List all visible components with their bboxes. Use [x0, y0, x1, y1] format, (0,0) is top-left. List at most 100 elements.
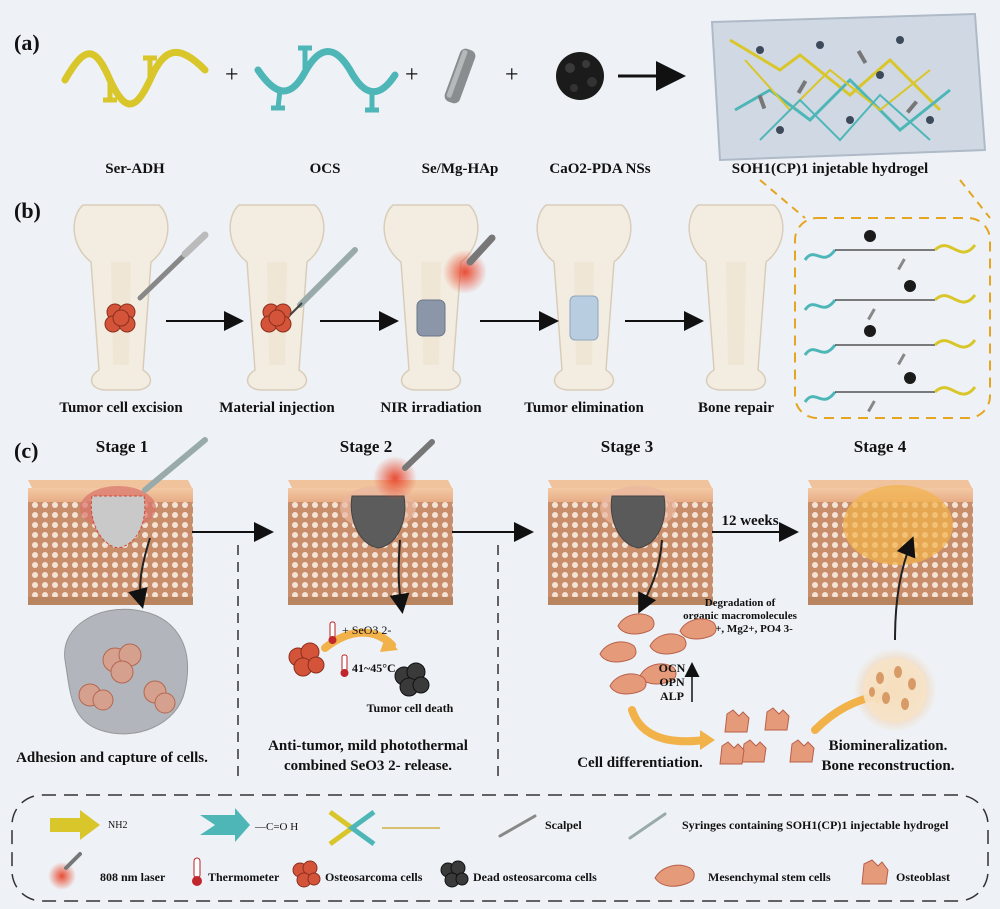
legend-dead: Dead osteosarcoma cells — [473, 870, 597, 884]
tumor-death-label: Tumor cell death — [367, 701, 454, 715]
svg-text:Biomineralization.: Biomineralization. — [829, 738, 948, 754]
degradation-label: Degradation of — [705, 597, 776, 609]
legend-syringe: Syringes containing SOH1(CP)1 injectable… — [682, 818, 949, 832]
legend-scalpel: Scalpel — [545, 818, 582, 832]
panel-b-labels: Tumor cell excision Material injection N… — [59, 400, 774, 416]
legend-thermometer: Thermometer — [208, 870, 280, 884]
osteoblast-cell — [764, 707, 790, 731]
bone-icon — [229, 204, 325, 391]
plus-sign: + — [225, 62, 239, 88]
osteoblast-legend-icon — [861, 859, 889, 885]
osteosarcoma-legend-icon — [292, 860, 321, 888]
interval-label: 12 weeks — [721, 513, 778, 529]
ocs-icon — [254, 45, 399, 113]
osteoblast-cell — [789, 739, 815, 763]
se-mg-hap-rod-icon — [444, 48, 476, 104]
legend-osteoblast: Osteoblast — [896, 870, 950, 884]
dead-cells-legend-icon — [440, 860, 469, 888]
legend: NH2 —C=O H Scalpel Syringes containing S… — [11, 794, 989, 902]
crosslink-chain — [803, 280, 977, 321]
cell-capture-gel — [64, 537, 189, 735]
laser-icon — [373, 439, 435, 500]
svg-text:Bone reconstruction.: Bone reconstruction. — [821, 758, 954, 774]
tumor-cells-icon — [288, 642, 325, 677]
aldehyde-legend-icon: —C=O H — [200, 808, 298, 842]
osteoblast-cell — [719, 741, 745, 765]
msc-legend-icon — [654, 864, 695, 887]
crosslink-chain — [803, 372, 977, 413]
biomineral-sphere — [853, 536, 937, 732]
bone-icon — [536, 204, 632, 391]
msc-cells — [599, 613, 717, 695]
scalpel-icon — [137, 231, 209, 301]
bone-icon — [383, 204, 479, 391]
stage-title: Stage 4 — [854, 437, 907, 456]
panel-a-labels: Ser-ADH OCS Se/Mg-HAp CaO2-PDA NSs SOH1(… — [105, 161, 928, 177]
label-ser-adh: Ser-ADH — [105, 161, 165, 177]
step-label: NIR irradiation — [380, 400, 482, 416]
crosslink-chain — [803, 230, 977, 271]
stage2-detail: + SeO3 2- 41~45°C Tumor cell death — [288, 539, 454, 715]
marker-label: OCN — [659, 661, 686, 675]
degradation-label: organic macromolecules — [683, 610, 797, 622]
osteoblast-cell — [724, 709, 750, 733]
crosslink-chains — [803, 230, 977, 413]
tissue-block — [808, 480, 973, 605]
label-cao2-pda: CaO2-PDA NSs — [549, 161, 650, 177]
stage-title: Stage 1 — [96, 437, 148, 456]
stage2-caption: Anti-tumor, mild photothermal combined S… — [268, 738, 468, 774]
tissue-blocks — [28, 437, 973, 605]
hydrazide-legend-icon: NH2 — [50, 810, 127, 840]
svg-text:Anti-tumor, mild photothermal: Anti-tumor, mild photothermal — [268, 738, 468, 754]
bone-icon — [688, 204, 784, 391]
tissue-block — [288, 480, 453, 605]
stage-title: Stage 2 — [340, 437, 392, 456]
svg-text:—C=O H: —C=O H — [254, 821, 298, 833]
svg-text:combined SeO3 2- release.: combined SeO3 2- release. — [284, 758, 452, 774]
plus-sign: + — [405, 62, 419, 88]
temperature-label: 41~45°C — [352, 661, 396, 675]
msc-cell — [617, 613, 655, 635]
thermometer-legend-icon — [192, 857, 202, 886]
step-label: Material injection — [219, 400, 335, 416]
dead-cells-icon — [394, 662, 430, 697]
ser-adh-icon — [61, 49, 209, 108]
syringe-icon — [142, 437, 208, 493]
legend-osteosarcoma: Osteosarcoma cells — [325, 870, 423, 884]
thermometer-icon — [328, 621, 349, 677]
marker-label: OPN — [659, 675, 685, 689]
label-se-mg-hap: Se/Mg-HAp — [422, 161, 499, 177]
marker-label: ALP — [660, 689, 684, 703]
hydrogel-block — [710, 12, 987, 162]
label-hydrogel: SOH1(CP)1 injetable hydrogel — [732, 161, 928, 177]
stage1-caption: Adhesion and capture of cells. — [16, 750, 208, 766]
crosslink-legend-icon — [328, 809, 440, 847]
step-label: Tumor cell excision — [59, 400, 183, 416]
osteoblast-cells — [719, 707, 815, 765]
plus-sign: + — [505, 62, 519, 88]
msc-cell — [609, 673, 647, 695]
bone-sequence — [73, 204, 784, 391]
panel-b-tag: (b) — [14, 198, 41, 223]
tissue-block — [28, 480, 193, 605]
label-ocs: OCS — [310, 161, 341, 177]
stage4-caption: Biomineralization. Bone reconstruction. — [821, 738, 954, 774]
panel-c-tag: (c) — [14, 438, 38, 463]
stage3-caption: Cell differentiation. — [577, 755, 703, 771]
syringe-icon — [289, 247, 358, 316]
laser-icon — [443, 234, 496, 294]
svg-text:NH2: NH2 — [108, 820, 127, 831]
step-label: Bone repair — [698, 400, 774, 416]
msc-cell — [599, 641, 637, 663]
scalpel-legend-icon — [498, 814, 537, 838]
stage-title: Stage 3 — [601, 437, 653, 456]
msc-cell — [649, 633, 687, 655]
osteoblast-cell — [741, 739, 767, 763]
panel-a-tag: (a) — [14, 30, 40, 55]
seo3-release-label: + SeO3 2- — [342, 623, 391, 637]
step-label: Tumor elimination — [524, 400, 644, 416]
bone-icon — [73, 204, 169, 391]
msc-cell — [639, 663, 677, 685]
msc-cell — [679, 618, 717, 640]
